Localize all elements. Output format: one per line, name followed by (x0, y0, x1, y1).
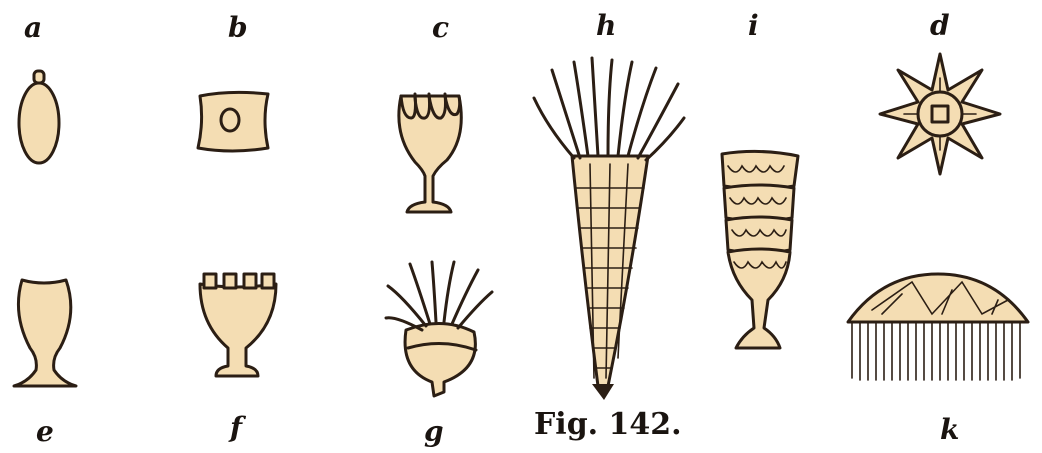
figure-c-goblet (385, 84, 475, 220)
figure-i-stacked-cups (714, 150, 808, 364)
label-b: b (228, 14, 248, 42)
label-d: d (930, 12, 950, 40)
figure-f-castellated-cup (192, 270, 288, 382)
label-i: i (748, 12, 759, 40)
figure-e-vase-cell (8, 274, 84, 398)
figure-k-rayed-dome (842, 270, 1032, 386)
label-f: f (230, 414, 242, 442)
label-k: k (940, 416, 959, 444)
label-g: g (424, 418, 444, 446)
figure-g-tentacled-bud (382, 256, 500, 402)
label-h: h (596, 12, 616, 40)
figure-b-square-cell (188, 88, 278, 158)
label-a: a (24, 14, 42, 42)
label-e: e (36, 418, 54, 446)
figure-d-star-spicule (878, 52, 1002, 176)
label-c: c (432, 14, 449, 42)
figure-a-oval-cell (10, 68, 70, 168)
figure-caption: Fig. 142. (534, 410, 682, 440)
figure-h-branched-stalk (528, 48, 692, 404)
